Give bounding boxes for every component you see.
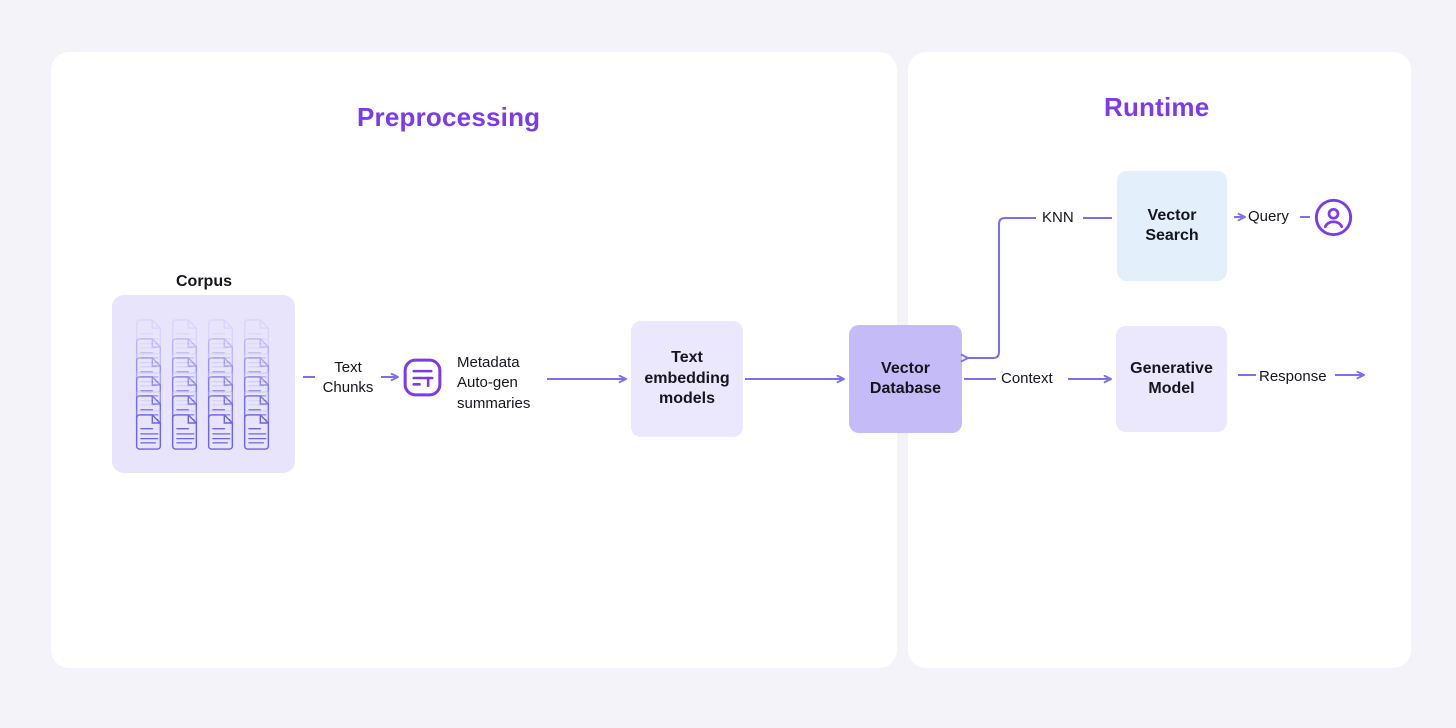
node-label-line2: Model: [1148, 380, 1195, 397]
panel-title-preprocessing: Preprocessing: [357, 102, 541, 132]
connector-label-knn: KNN: [1042, 209, 1074, 226]
document-icon: [170, 338, 199, 374]
document-icon: [242, 414, 271, 450]
text-chunks-line1: Text: [334, 359, 362, 376]
node-generative-model[interactable]: Generative Model: [1116, 326, 1227, 432]
node-vector-search[interactable]: Vector Search: [1117, 171, 1227, 281]
node-label-line1: Vector: [881, 359, 930, 377]
node-text-embedding-models[interactable]: Text embedding models: [631, 321, 743, 437]
corpus-box: [112, 295, 295, 473]
document-icon: [170, 414, 199, 450]
connector-label-text-chunks: Text Chunks: [318, 358, 378, 399]
connector-label-context: Context: [1001, 370, 1053, 387]
node-vector-database[interactable]: Vector Database: [849, 325, 962, 433]
corpus-label: Corpus: [176, 273, 232, 290]
text-format-icon: [403, 358, 442, 397]
document-icon: [170, 319, 199, 355]
connector-label-metadata: Metadata Auto-gen summaries: [457, 353, 530, 414]
document-icon: [206, 319, 235, 355]
document-icon: [134, 319, 163, 355]
document-stack-column: [242, 319, 275, 450]
document-icon: [134, 414, 163, 450]
user-avatar-icon: [1314, 198, 1353, 237]
node-label-line2: Search: [1145, 227, 1199, 244]
metadata-line2: Auto-gen: [457, 374, 518, 392]
node-label-line1: Text: [671, 349, 703, 367]
connector-label-query: Query: [1248, 208, 1289, 225]
node-label-line2: embedding: [644, 369, 730, 387]
node-label-line3: models: [658, 390, 715, 408]
document-stack-column: [134, 319, 167, 450]
document-icon: [206, 338, 235, 374]
metadata-line3: summaries: [457, 394, 531, 412]
connector-label-response: Response: [1259, 368, 1327, 385]
document-stack-column: [206, 319, 239, 450]
document-icon: [242, 338, 271, 374]
text-chunks-line2: Chunks: [322, 379, 374, 397]
node-label-line1: Generative: [1130, 359, 1213, 377]
metadata-line1: Metadata: [457, 354, 520, 371]
panel-title-runtime: Runtime: [1104, 92, 1210, 122]
document-icon: [242, 319, 271, 355]
node-label-line2: Database: [869, 380, 942, 397]
document-stack-column: [170, 319, 203, 450]
node-label-line1: Vector: [1147, 206, 1197, 224]
document-icon: [134, 338, 163, 374]
document-icon: [206, 414, 235, 450]
